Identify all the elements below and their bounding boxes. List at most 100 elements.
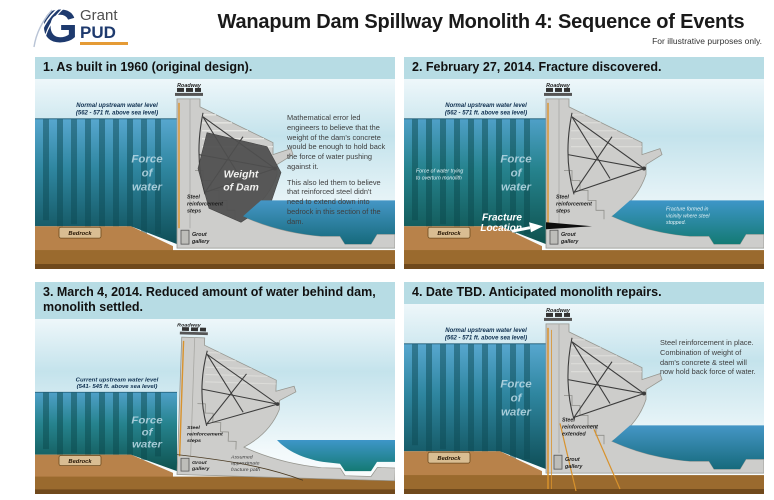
tailwater bbox=[277, 439, 395, 472]
steel-reinforcement-extended-lines bbox=[547, 327, 621, 492]
steel-steps-outline bbox=[197, 403, 237, 450]
roadway-deck bbox=[544, 317, 572, 321]
overturn-label: to overturn monolith bbox=[416, 175, 462, 181]
pier-line bbox=[190, 337, 196, 457]
grout-gallery-label: Grout bbox=[192, 460, 207, 466]
panel-4-canvas: Bedrock Roadway Normal upstream water le… bbox=[404, 304, 764, 494]
grout-gallery-shaft bbox=[180, 457, 190, 472]
fracture-path-line bbox=[176, 454, 304, 481]
note-paragraph: Mathematical error led engineers to beli… bbox=[287, 113, 386, 171]
steel-steps-label: reinforcement bbox=[187, 201, 223, 207]
water-force-stripes bbox=[412, 118, 530, 245]
panel-4-title: 4. Date TBD. Anticipated monolith repair… bbox=[404, 282, 764, 304]
grant-pud-logo: G Grant PUD bbox=[30, 0, 156, 56]
steel-steps-outline bbox=[564, 170, 605, 220]
water-level-label: (541- 545 ft. above sea level) bbox=[77, 384, 158, 390]
roadway-label: Roadway bbox=[177, 83, 202, 89]
force-of-water-label: of bbox=[142, 168, 154, 180]
force-of-water-label: water bbox=[501, 406, 532, 418]
tailwater-note: Fracture formed in bbox=[666, 206, 708, 212]
bedrock-base bbox=[404, 489, 764, 494]
fracture-location-label: Location bbox=[480, 223, 522, 234]
bedrock-label: Bedrock bbox=[437, 456, 461, 462]
header: G Grant PUD Wanapum Dam Spillway Monolit… bbox=[0, 0, 774, 55]
fracture-path-label: approximate bbox=[231, 461, 260, 467]
grout-gallery-label: gallery bbox=[564, 464, 583, 470]
bedrock-label: Bedrock bbox=[68, 459, 92, 465]
note-paragraph: This also led them to believe that reinf… bbox=[287, 177, 381, 226]
force-of-water-label: Force bbox=[131, 415, 162, 426]
logo-g-glyph: G bbox=[42, 1, 78, 51]
steel-steps-label: steps bbox=[187, 208, 201, 214]
gate-truss bbox=[201, 350, 278, 427]
logo-orange-underline bbox=[80, 42, 128, 45]
steel-extended-label: extended bbox=[562, 431, 586, 437]
force-of-water-label: of bbox=[142, 427, 154, 438]
panel-1-title: 1. As built in 1960 (original design). bbox=[35, 57, 395, 79]
panel-3-canvas: Bedrock Roadway Current upstream water l… bbox=[35, 319, 395, 494]
page-subtitle: For illustrative purposes only. bbox=[652, 36, 762, 46]
tailwater-note: vicinity where steel bbox=[666, 213, 710, 219]
force-of-water-label: Force bbox=[500, 154, 532, 166]
roadway-label: Roadway bbox=[546, 83, 571, 89]
steel-steps-outline bbox=[564, 395, 605, 445]
fracture-crack bbox=[546, 222, 592, 230]
grout-gallery-label: Grout bbox=[565, 457, 580, 463]
steel-steps-label: reinforcement bbox=[556, 201, 592, 207]
panel-3-title: 3. March 4, 2014. Reduced amount of wate… bbox=[35, 282, 395, 319]
panel-4-illustration: Bedrock Roadway Normal upstream water le… bbox=[404, 304, 764, 494]
steel-steps-label: reinforcement bbox=[187, 432, 223, 438]
force-of-water-label: water bbox=[501, 181, 532, 193]
panel-1-illustration: Bedrock Roadway Normal upstream water le… bbox=[35, 79, 395, 269]
panel-grid: 1. As built in 1960 (original design). bbox=[0, 55, 774, 494]
dam-monolith bbox=[176, 336, 395, 482]
bedrock-base bbox=[404, 264, 764, 269]
bedrock-base bbox=[35, 264, 395, 269]
panel-3-illustration: Bedrock Roadway Current upstream water l… bbox=[35, 319, 395, 494]
water-level-label: Normal upstream water level bbox=[445, 103, 527, 109]
roadway-vehicles bbox=[546, 87, 570, 92]
roadway-deck bbox=[544, 92, 572, 96]
grout-gallery-shaft bbox=[553, 454, 563, 470]
bedrock-label: Bedrock bbox=[437, 231, 461, 237]
roadway-vehicles bbox=[177, 87, 201, 92]
overturn-label: Force of water trying bbox=[416, 169, 463, 175]
bedrock-label-box bbox=[427, 451, 471, 464]
panel-2-illustration: Bedrock Roadway Normal upstream water le… bbox=[404, 79, 764, 269]
logo-swoosh-icon bbox=[33, 9, 53, 48]
water-level-label: Current upstream water level bbox=[76, 377, 159, 383]
fracture-arrowhead-icon bbox=[529, 222, 543, 233]
truss-hub bbox=[642, 166, 646, 171]
steel-steps-label: steps bbox=[187, 438, 201, 444]
grout-gallery-label: gallery bbox=[560, 239, 579, 245]
bedrock-label-box bbox=[58, 226, 102, 239]
page-title: Wanapum Dam Spillway Monolith 4: Sequenc… bbox=[217, 11, 745, 33]
panel-1-as-built: 1. As built in 1960 (original design). bbox=[35, 57, 395, 269]
brand-pud: PUD bbox=[80, 23, 116, 42]
roadway-vehicles bbox=[181, 327, 207, 332]
panel-1-canvas: Bedrock Roadway Normal upstream water le… bbox=[35, 79, 395, 269]
bedrock-base bbox=[35, 489, 395, 494]
roadway-label: Roadway bbox=[177, 323, 202, 329]
gate-truss bbox=[567, 112, 645, 195]
truss-hub bbox=[275, 402, 280, 406]
steel-steps-label: Steel bbox=[556, 194, 569, 200]
fracture-location-label: Fracture bbox=[482, 212, 522, 223]
force-of-water-label: water bbox=[132, 181, 163, 193]
steel-reinforcement-line bbox=[178, 340, 185, 457]
logo-swoosh-icon bbox=[37, 6, 61, 48]
grout-gallery-label: gallery bbox=[191, 466, 211, 472]
force-of-water-label: of bbox=[511, 393, 523, 405]
steel-extended-label: Steel bbox=[562, 417, 575, 423]
roadway-label: Roadway bbox=[546, 308, 571, 314]
water-level-label: Normal upstream water level bbox=[76, 103, 158, 109]
water-force-stripes bbox=[43, 118, 161, 245]
steel-steps-label: Steel bbox=[187, 194, 200, 200]
panel-2-fracture-discovered: 2. February 27, 2014. Fracture discovere… bbox=[404, 57, 764, 269]
roadway-vehicles bbox=[546, 312, 570, 317]
tailwater bbox=[612, 425, 764, 470]
note-paragraph: Steel reinforcement in place. Combinatio… bbox=[660, 338, 756, 377]
tailwater bbox=[612, 200, 764, 245]
water-level-label: (562 - 571 ft. above sea level) bbox=[76, 110, 158, 116]
panel-1-note: Mathematical error led engineers to beli… bbox=[287, 113, 387, 232]
